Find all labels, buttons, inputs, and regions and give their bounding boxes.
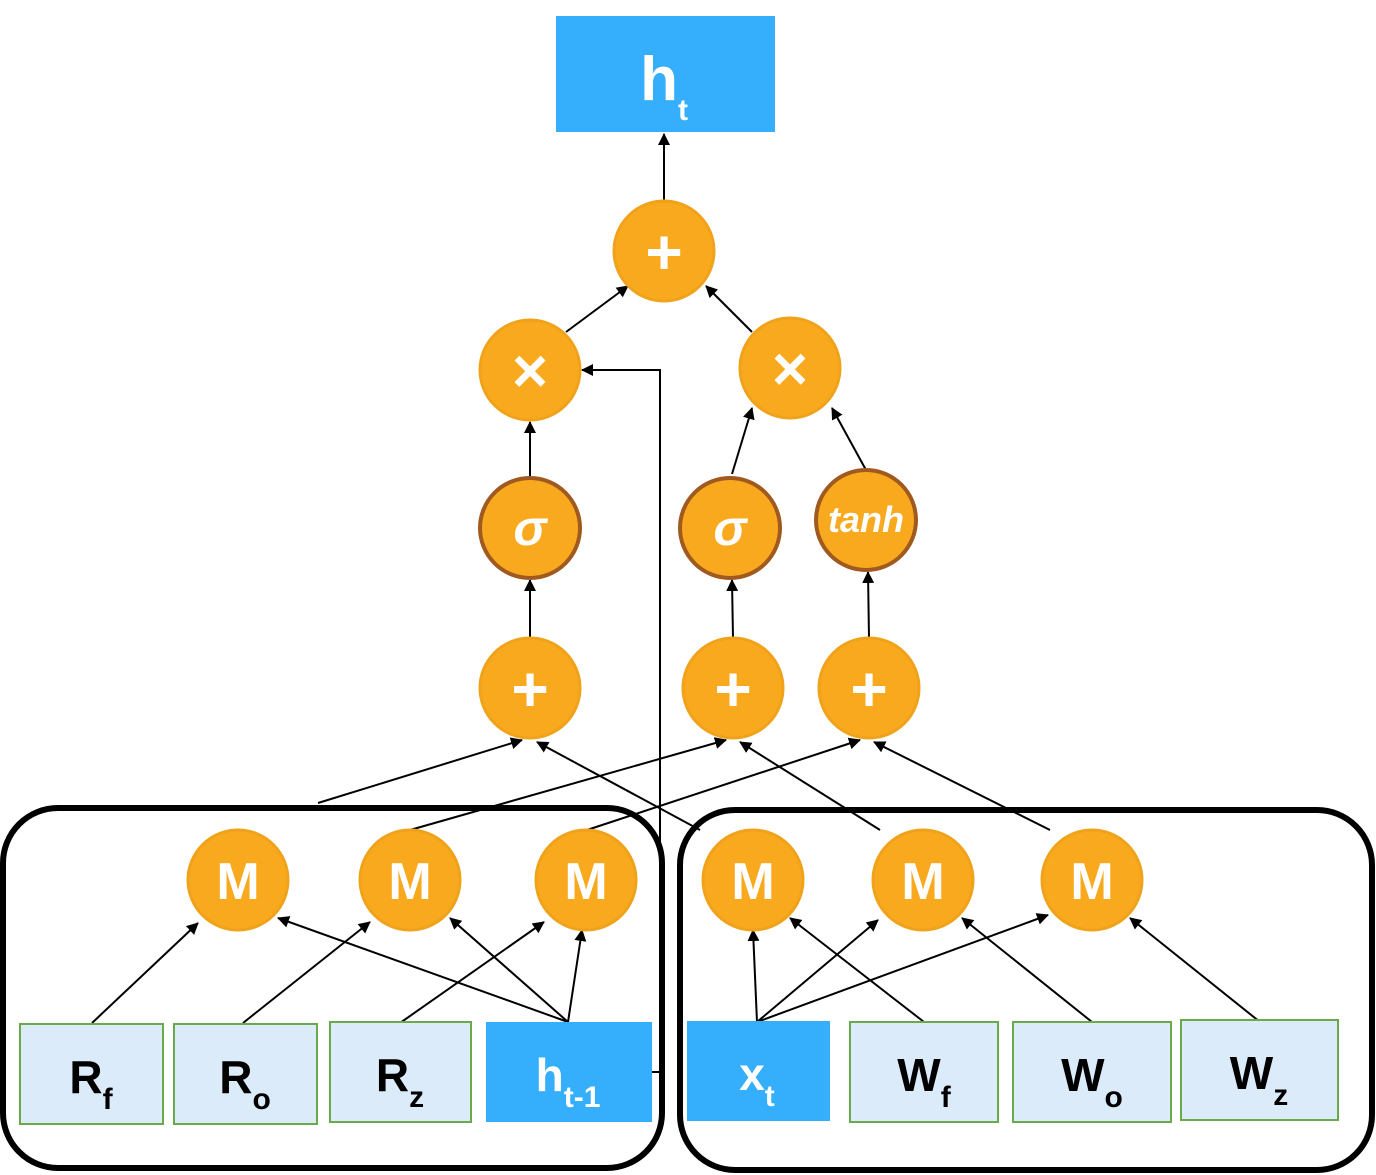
edge-hprev-to-times-left [581,364,661,1073]
edge-m3-to-plus-right [586,737,861,831]
m-node-3: M [534,828,638,932]
sigma-right-symbol: σ [713,500,748,556]
input-label-xt: xt [739,1048,775,1113]
edge-m2-to-plus-mid [409,737,727,831]
sigma-left-node: σ [478,476,582,580]
edge-hprev-to-m3 [567,929,587,1023]
output-label: ht [640,45,688,127]
edge-plus-mid-to-sigma-right [726,579,739,639]
input-box-xt: xt [687,1021,830,1121]
edge-xt-to-m5 [756,919,879,1023]
edge-tanh-to-times-right [831,407,867,471]
input-label-wo: Wo [1061,1049,1123,1114]
times-right-node: × [738,316,842,420]
plus-right-node: + [817,636,921,740]
input-box-wf: Wf [849,1021,999,1123]
edge-plus-right-to-tanh [862,571,875,639]
edge-sigma-right-to-times-right [731,407,755,475]
tanh-symbol: tanh [828,499,904,540]
input-label-wz: Wz [1230,1047,1288,1112]
sigma-left-symbol: σ [513,500,548,556]
edge-xt-to-m6 [756,913,1049,1023]
m-node-6-label: M [1070,853,1113,911]
recurrent-group-frame [0,805,665,1171]
plus-mid-symbol: + [714,653,751,725]
top-plus-symbol: + [645,216,682,288]
input-group-frame [677,807,1375,1173]
input-label-rz: Rz [376,1049,424,1114]
edge-ro-to-m2 [242,921,371,1024]
m-node-1: M [186,828,290,932]
input-box-wo: Wo [1012,1021,1172,1123]
m-node-4: M [701,828,805,932]
input-label-rf: Rf [69,1051,113,1116]
edge-wz-to-m6 [1129,917,1261,1023]
m-node-4-label: M [731,853,774,911]
edge-times-right-to-top-plus [705,285,753,333]
edge-xt-to-m4 [747,929,760,1023]
m-node-5-label: M [901,853,944,911]
edge-rz-to-m3 [399,921,545,1024]
times-right-symbol: × [772,335,808,404]
times-left-node: × [478,318,582,422]
plus-mid-node: + [681,636,785,740]
edge-m4-to-plus-left [536,741,701,831]
input-label-ro: Ro [219,1051,271,1116]
m-node-2-label: M [388,853,431,911]
sigma-right-node: σ [678,476,782,580]
input-box-rz: Rz [329,1021,472,1123]
m-node-6: M [1040,828,1144,932]
input-box-rf: Rf [19,1023,164,1125]
m-node-2: M [358,828,462,932]
input-box-ro: Ro [173,1023,318,1125]
m-node-1-label: M [216,853,259,911]
plus-left-symbol: + [511,653,548,725]
input-box-h-prev: ht-1 [486,1022,652,1122]
top-plus-node: + [612,199,716,303]
edge-hprev-to-m1 [277,916,569,1023]
times-left-symbol: × [512,337,548,406]
edge-times-left-to-top-plus [565,285,629,333]
edge-m6-to-plus-right [873,741,1051,831]
input-box-wz: Wz [1180,1019,1339,1121]
plus-left-node: + [478,636,582,740]
output-box [556,16,775,132]
tanh-node: tanh [814,468,918,572]
input-label-wf: Wf [897,1049,951,1114]
m-node-3-label: M [564,853,607,911]
edges [91,133,1261,1073]
m-node-5: M [871,828,975,932]
edge-wo-to-m5 [961,917,1093,1023]
edge-rf-to-m1 [91,922,199,1024]
edge-m1-to-plus-left [317,737,523,804]
edge-m5-to-plus-mid [739,741,881,831]
edge-hprev-to-m2 [449,917,569,1023]
input-label-h-prev: ht-1 [536,1049,601,1114]
edge-wf-to-m4 [789,917,925,1023]
plus-right-symbol: + [850,653,887,725]
